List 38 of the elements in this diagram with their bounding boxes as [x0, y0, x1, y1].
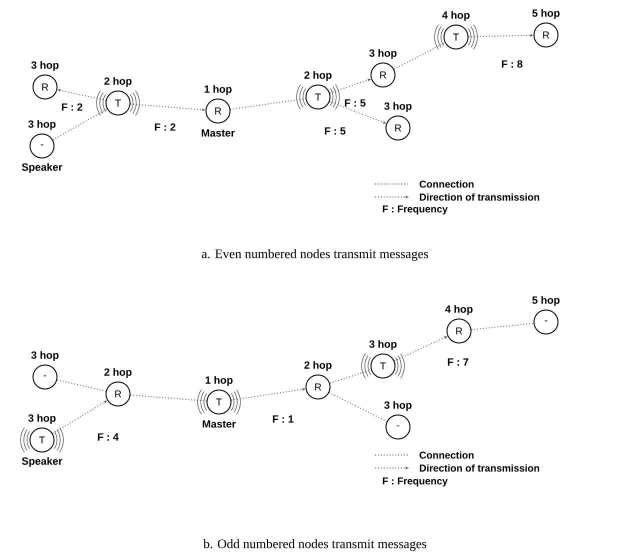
node-label: 2 hop [304, 361, 332, 371]
node-label: 1 hop [204, 85, 232, 95]
legend-text: Connection [420, 180, 474, 188]
node-label: 5 hop [532, 9, 560, 19]
node-label: 4 hop [442, 11, 470, 21]
legend-text: Direction of transmission [420, 193, 540, 201]
node-label: 3 hop [31, 351, 59, 361]
frequency-label: F : 8 [502, 60, 522, 68]
frequency-label: F : 5 [324, 127, 346, 135]
legend-text: Connection [420, 451, 474, 459]
node-label: 3 hop [28, 414, 56, 424]
frequency-label: F : 2 [62, 103, 82, 111]
caption: a. Even numbered nodes transmit messages [202, 249, 428, 261]
node-label: 3 hop [384, 401, 412, 411]
node-label: 4 hop [445, 305, 473, 315]
node-label: 2 hop [104, 368, 132, 378]
frequency-label: F : 2 [154, 123, 176, 131]
node-label: 3 hop [384, 102, 412, 112]
node-label: 1 hop [206, 376, 233, 386]
node-label: 3 hop [369, 49, 397, 59]
node-label: 2 hop [104, 77, 132, 87]
node-label: 3 hop [28, 120, 56, 130]
legend-note: F : Frequency [382, 478, 448, 486]
legend-note: F : Frequency [382, 206, 448, 214]
node-caption: Master [202, 129, 235, 137]
node-caption: Master [202, 420, 236, 428]
node-caption: Speaker [22, 457, 62, 467]
node-label: 3 hop [31, 61, 59, 71]
caption: b. Odd numbered nodes transmit messages [203, 539, 426, 551]
node-label: 5 hop [532, 296, 560, 306]
frequency-label: F : 5 [344, 99, 366, 107]
frequency-label: F : 1 [272, 415, 294, 423]
node-label: 2 hop [304, 71, 332, 81]
frequency-label: F : 7 [448, 358, 468, 366]
node-caption: Speaker [22, 163, 62, 173]
legend-text: Direction of transmission [420, 464, 540, 472]
node-label: 3 hop [369, 340, 397, 350]
frequency-label: F : 4 [98, 433, 119, 441]
